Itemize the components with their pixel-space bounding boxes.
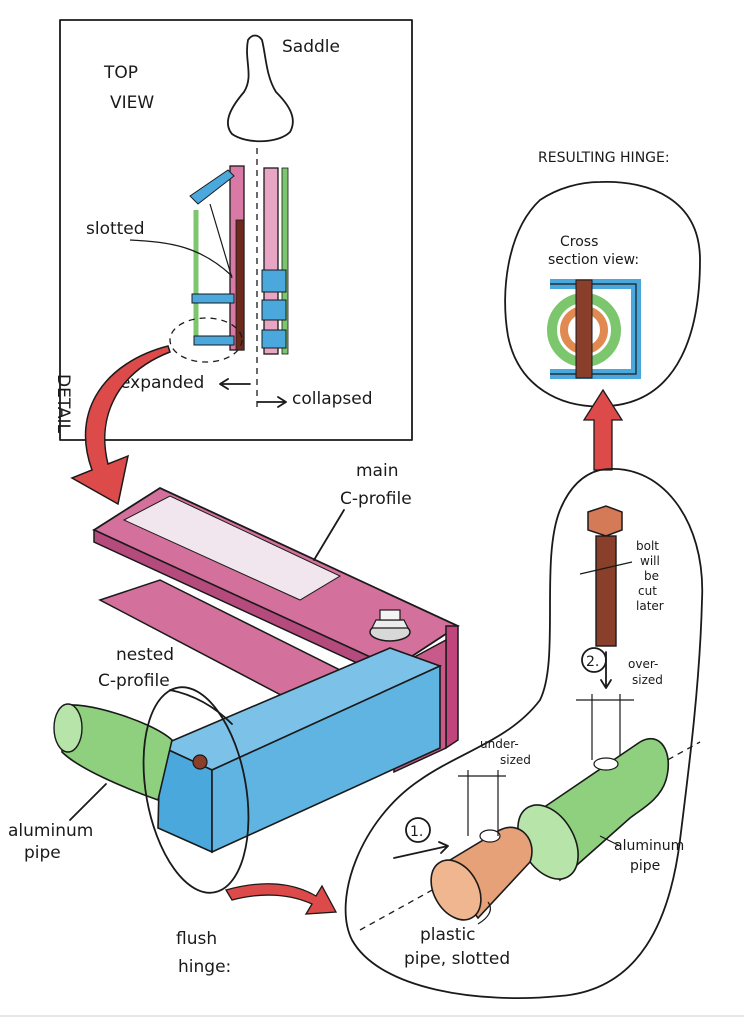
left-aluminum-pipe-end [53, 703, 83, 753]
bolt-shank [595, 535, 617, 647]
assembly-labels: main C-profile nested C-profile aluminum… [8, 461, 412, 977]
left-pipe-label-line2: pipe [24, 843, 61, 863]
detail-arrow-group: DETAIL [53, 345, 171, 506]
main-c-profile-inner-channel [122, 495, 342, 601]
hinge-exploded-group: bolt will be cut later 2. over- sized al… [344, 468, 704, 999]
detail-red-arrow [70, 345, 171, 506]
step-2-label: 2. [586, 654, 599, 670]
bolt-head [587, 505, 623, 537]
expanded-label: expanded [120, 373, 204, 393]
slotted-leader [129, 239, 233, 277]
over-sized-dimension [576, 694, 634, 760]
bolt-note-line1: bolt [636, 539, 659, 553]
bolt-note-leader [579, 561, 633, 575]
top-view-panel: TOP VIEW Saddle slotted expanded collaps… [59, 19, 413, 441]
collapsed-blue-block-2 [261, 299, 287, 321]
collapsed-green-strut [281, 167, 289, 355]
under-sized-line2: sized [500, 753, 531, 767]
collapsed-main-profile [263, 167, 279, 355]
cross-section-label-line1: Cross [560, 234, 598, 250]
nested-c-profile-leader [169, 689, 233, 725]
top-view-title-line2: VIEW [110, 93, 154, 113]
bolt-note-line3: be [644, 569, 659, 583]
cross-section-bolt [575, 279, 593, 379]
hinge-bubble-outline [344, 468, 704, 999]
left-pipe-leader [69, 783, 107, 821]
plastic-pipe-leader [477, 901, 491, 925]
expanded-arrow [219, 378, 251, 390]
left-pipe-label-line1: aluminum [8, 821, 93, 841]
bolt-note-line5: later [636, 599, 664, 613]
bolt-note-line2: will [640, 554, 660, 568]
main-c-profile-label-line1: main [356, 461, 398, 481]
nested-c-profile-label-line2: C-profile [98, 671, 170, 691]
nested-c-profile-label-line1: nested [116, 645, 174, 665]
cross-section-label-line2: section view: [548, 252, 639, 268]
collapsed-arrow [257, 396, 287, 408]
flush-hinge-red-arrow [225, 883, 338, 915]
collapsed-blue-block-1 [261, 269, 287, 293]
slotted-leader-diag [209, 203, 233, 279]
saddle-label: Saddle [282, 37, 340, 57]
c-profile-assembly [53, 486, 460, 894]
detail-circle [169, 317, 243, 363]
right-pipe-leader [599, 835, 621, 847]
resulting-hinge-group: RESULTING HINGE: Cross section view: [504, 150, 701, 471]
over-sized-line1: over- [628, 657, 658, 671]
main-c-profile-web [445, 625, 459, 750]
top-view-title-line1: TOP [103, 63, 138, 83]
step-1-circle [405, 817, 431, 843]
under-sized-line1: under- [480, 737, 519, 751]
expanded-blue-arm-bottom [193, 335, 235, 346]
under-sized-dimension [458, 770, 506, 836]
step-2-arrow [600, 651, 612, 689]
step-1-label: 1. [410, 824, 423, 840]
step-1-arrow [393, 841, 449, 859]
cross-section-bubble [504, 181, 701, 408]
plastic-pipe-label-line2: pipe, slotted [404, 949, 510, 969]
top-view-frame [59, 19, 413, 441]
main-c-profile-leader [313, 509, 345, 561]
right-pipe-hole [593, 757, 619, 771]
plastic-pipe-hole [479, 829, 501, 843]
nested-hinge-hole [192, 754, 208, 770]
resulting-hinge-title: RESULTING HINGE: [538, 150, 670, 166]
detail-label: DETAIL [53, 374, 73, 434]
plastic-pipe-end [430, 859, 482, 921]
expanded-blue-arm-top [189, 169, 235, 205]
top-bolt-head [369, 609, 411, 642]
flush-hinge-label-line2: hinge: [178, 957, 231, 977]
slotted-bar [235, 219, 245, 351]
nested-c-profile-side [211, 664, 441, 854]
plastic-pipe-label-line1: plastic [420, 925, 476, 945]
flush-hinge-label-line1: flush [176, 929, 217, 949]
slotted-label: slotted [86, 219, 145, 239]
expanded-blue-arm-mid [191, 293, 235, 304]
collapsed-label: collapsed [292, 389, 373, 409]
cross-section-blue-c-outline [550, 283, 637, 375]
resulting-up-arrow [582, 388, 624, 471]
flush-hinge-circle [142, 686, 250, 894]
main-c-profile-label-line2: C-profile [340, 489, 412, 509]
right-pipe-label-line2: pipe [630, 858, 660, 874]
over-sized-line2: sized [632, 673, 663, 687]
saddle-shape [227, 34, 294, 143]
right-pipe-label-line1: aluminum [614, 838, 684, 854]
bolt-note-line4: cut [638, 584, 657, 598]
collapsed-blue-block-3 [261, 329, 287, 349]
